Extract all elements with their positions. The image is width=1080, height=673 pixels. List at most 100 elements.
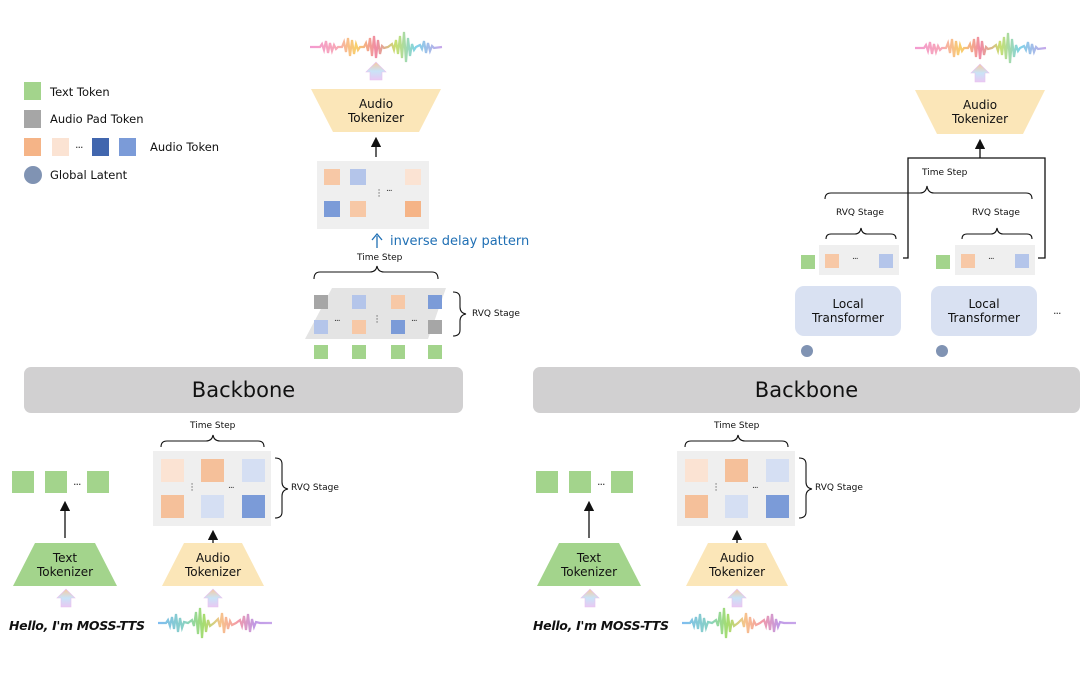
time-step-brace-right (824, 185, 1033, 200)
text-token (391, 345, 405, 359)
text-tokenizer-left: Text Tokenizer (36, 551, 94, 579)
audio-token (201, 459, 224, 482)
up-arrow-gradient-right-text (580, 588, 600, 608)
up-arrow-gradient-left-audio (203, 588, 223, 608)
text-token (801, 255, 815, 269)
output-waveform-left (310, 31, 443, 63)
audio-token (242, 495, 265, 518)
backbone-left: Backbone (24, 367, 463, 413)
input-waveform-right (682, 607, 796, 639)
rvq-stage-label-bottom: RVQ Stage (291, 483, 339, 493)
global-latent (801, 345, 813, 357)
legend-audio-token-swatch-blue-dark (92, 138, 109, 156)
audio-token (725, 459, 748, 482)
time-step-brace-left-bottom (160, 434, 265, 448)
input-waveform-left (158, 607, 272, 639)
audio-token (350, 169, 366, 185)
rvq-stage-label-right-1: RVQ Stage (836, 208, 884, 218)
rvq-stage-label: RVQ Stage (472, 309, 520, 319)
time-step-label: Time Step (357, 253, 403, 263)
pad-token (314, 295, 328, 309)
audio-token (1015, 254, 1029, 268)
time-step-label-right-bottom: Time Step (714, 421, 760, 431)
audio-token (314, 320, 328, 334)
ellipsis: ... (411, 314, 418, 324)
input-text-right: Hello, I'm MOSS-TTS (533, 618, 669, 633)
ellipsis: ... (752, 481, 759, 491)
rvq-brace-right-1 (825, 227, 897, 240)
output-waveform-right (915, 32, 1047, 64)
rvq-stage-label-right-2: RVQ Stage (972, 208, 1020, 218)
legend-text-token-swatch (24, 82, 41, 100)
text-tokenizer-right: Text Tokenizer (560, 551, 618, 579)
vertical-ellipsis: ··· (377, 186, 381, 202)
up-arrow-gradient-left-top (365, 61, 387, 81)
text-token (352, 345, 366, 359)
audio-token (391, 320, 405, 334)
text-token (314, 345, 328, 359)
audio-token (685, 459, 708, 482)
vertical-ellipsis: ··· (375, 312, 379, 328)
pad-token (428, 320, 442, 334)
time-step-label-right: Time Step (922, 168, 968, 178)
legend-global-latent-label: Global Latent (50, 168, 128, 182)
up-arrow-gradient-right-audio (727, 588, 747, 608)
ellipsis: ... (228, 481, 235, 491)
text-token (45, 471, 67, 493)
up-arrow-gradient-right-top (970, 63, 990, 83)
global-latent (936, 345, 948, 357)
time-step-brace-left-mid (313, 265, 439, 280)
inverse-delay-arrow (371, 232, 383, 248)
audio-tokenizer-left-top: Audio Tokenizer (347, 97, 405, 125)
legend-audio-token-swatch-orange-light (52, 138, 69, 156)
legend-pad-token-label: Audio Pad Token (50, 112, 144, 126)
audio-token (324, 201, 340, 217)
rvq-brace-right-bottom (798, 457, 813, 519)
audio-token (428, 295, 442, 309)
backbone-right: Backbone (533, 367, 1080, 413)
rvq-brace-right-2 (961, 227, 1033, 240)
local-transformer-2: Local Transformer (931, 286, 1037, 336)
legend-global-latent-swatch (24, 166, 42, 184)
audio-token (725, 495, 748, 518)
audio-token (405, 201, 421, 217)
legend-ellipsis: ... (75, 138, 83, 151)
audio-tokenizer-right-bottom: Audio Tokenizer (708, 551, 766, 579)
audio-token (391, 295, 405, 309)
audio-token (242, 459, 265, 482)
rvq-brace-left-mid (452, 291, 467, 337)
audio-tokenizer-right-top: Audio Tokenizer (951, 98, 1009, 126)
legend-audio-token-swatch-orange (24, 138, 41, 156)
more-local-transformers: ... (1053, 304, 1061, 317)
audio-token (352, 320, 366, 334)
vertical-ellipsis: ··· (714, 480, 718, 496)
audio-tokenizer-left-bottom: Audio Tokenizer (184, 551, 242, 579)
text-token (428, 345, 442, 359)
text-token (536, 471, 558, 493)
audio-token (766, 459, 789, 482)
ellipsis: ... (386, 184, 393, 194)
ellipsis: ... (73, 475, 81, 488)
ellipsis: ... (988, 252, 995, 262)
text-token (87, 471, 109, 493)
time-step-label-bottom: Time Step (190, 421, 236, 431)
audio-token (161, 459, 184, 482)
audio-token (201, 495, 224, 518)
ellipsis: ... (852, 252, 859, 262)
rvq-brace-left-bottom (274, 457, 289, 519)
text-token (936, 255, 950, 269)
legend-audio-token-swatch-blue (119, 138, 136, 156)
legend-text-token-label: Text Token (50, 85, 110, 99)
audio-token (825, 254, 839, 268)
legend-audio-token-label: Audio Token (150, 140, 220, 154)
audio-token (879, 254, 893, 268)
audio-token (405, 169, 421, 185)
vertical-ellipsis: ··· (190, 480, 194, 496)
text-token (569, 471, 591, 493)
time-step-brace-right-bottom (684, 434, 789, 448)
audio-token (324, 169, 340, 185)
local-transformer-1: Local Transformer (795, 286, 901, 336)
input-text-left: Hello, I'm MOSS-TTS (9, 618, 145, 633)
ellipsis: ... (334, 314, 341, 324)
